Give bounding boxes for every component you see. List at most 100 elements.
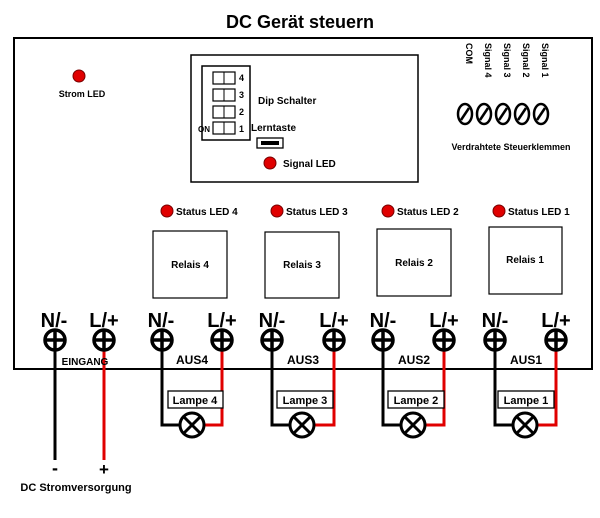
lamp-2-label: Lampe 2 <box>394 395 439 407</box>
out2-neg-label: N/- <box>370 310 397 332</box>
relay-3-label: Relais 3 <box>283 260 321 271</box>
power-led <box>72 69 86 83</box>
relay-4-box <box>152 230 228 299</box>
lamp-circuit-4: Lampe 4 <box>160 349 224 439</box>
status-led-3 <box>270 204 284 218</box>
status-led-2 <box>381 204 395 218</box>
relay-3-box <box>264 231 340 299</box>
input-label: EINGANG <box>62 357 109 368</box>
output-1-label: AUS1 <box>510 353 542 367</box>
out1-neg-label: N/- <box>482 310 509 332</box>
status-led-4 <box>160 204 174 218</box>
relay-4-label: Relais 4 <box>171 260 209 271</box>
relay-2: Status LED 2 Relais 2 <box>376 204 459 297</box>
control-terminal-screws <box>456 102 550 126</box>
terminal-plus-icon <box>210 328 234 352</box>
lamp-3-pos-wire <box>314 349 336 427</box>
lamp-2-label-box <box>387 390 445 409</box>
relay-1: Status LED 1 Relais 1 <box>488 204 570 295</box>
lamp-3-icon <box>288 411 316 439</box>
lamp-1-label-box <box>497 390 555 409</box>
lamp-1-label: Lampe 1 <box>504 395 549 407</box>
status-led-4-label: Status LED 4 <box>176 207 238 218</box>
out2-pos-label: L/+ <box>429 310 458 332</box>
lamp-2-icon <box>399 411 427 439</box>
out3-neg-label: N/- <box>259 310 286 332</box>
lamp-4-label-box <box>167 390 224 409</box>
dip-number-3: 3 <box>239 90 244 100</box>
supply-plus-label: + <box>99 460 109 479</box>
terminal-label-signal-3: Signal 3 <box>502 43 512 78</box>
input-neg-label: N/- <box>41 310 68 332</box>
terminal-label-signal-2: Signal 2 <box>521 43 531 78</box>
relay-2-box <box>376 228 452 297</box>
status-led-3-label: Status LED 3 <box>286 207 348 218</box>
dip-number-4: 4 <box>239 73 244 83</box>
status-led-2-label: Status LED 2 <box>397 207 459 218</box>
supply-minus-label: - <box>52 458 58 478</box>
terminal-plus-icon <box>260 328 284 352</box>
relay-1-box <box>488 226 563 295</box>
relay-2-label: Relais 2 <box>395 258 433 269</box>
out4-neg-label: N/- <box>148 310 175 332</box>
dip-number-1: 1 <box>239 124 244 134</box>
supply-label: DC Stromversorgung <box>20 482 131 494</box>
terminal-plus-icon <box>322 328 346 352</box>
terminal-screw-com-icon <box>456 102 474 126</box>
lamp-4-pos-wire <box>204 349 224 427</box>
relay-1-label: Relais 1 <box>506 255 544 266</box>
terminal-screw-signal-2-icon <box>513 102 531 126</box>
out1-pos-label: L/+ <box>541 310 570 332</box>
lamp-circuit-2: Lampe 2 <box>381 349 446 439</box>
lamp-circuit-3: Lampe 3 <box>270 349 336 439</box>
learn-button[interactable] <box>256 137 284 149</box>
page-title: DC Gerät steuern <box>226 12 374 32</box>
lamp-1-pos-wire <box>537 349 558 427</box>
terminal-screw-signal-4-icon <box>475 102 493 126</box>
input-pos-label: L/+ <box>89 310 118 332</box>
terminal-screw-signal-3-icon <box>494 102 512 126</box>
lamp-2-neg-wire <box>381 349 401 427</box>
relay-3: Status LED 3 Relais 3 <box>264 204 348 299</box>
terminal-screw-signal-1-icon <box>532 102 550 126</box>
output-4-label: AUS4 <box>176 353 208 367</box>
terminal-plus-icon <box>92 328 116 352</box>
terminal-label-signal-4: Signal 4 <box>483 43 493 78</box>
terminal-plus-icon <box>483 328 507 352</box>
power-led-label: Strom LED <box>59 89 106 99</box>
lamp-4-icon <box>178 411 206 439</box>
terminal-plus-icon <box>43 328 67 352</box>
lamp-circuit-1: Lampe 1 <box>493 349 558 439</box>
status-led-1 <box>492 204 506 218</box>
terminal-caption: Verdrahtete Steuerklemmen <box>451 142 570 152</box>
output-3-label: AUS3 <box>287 353 319 367</box>
lamp-3-label: Lampe 3 <box>283 395 328 407</box>
dip-on-label: ON <box>198 125 210 134</box>
status-led-1-label: Status LED 1 <box>508 207 570 218</box>
lamp-3-neg-wire <box>270 349 290 427</box>
lamp-2-pos-wire <box>425 349 446 427</box>
lamp-4-neg-wire <box>160 349 180 427</box>
lamp-1-icon <box>511 411 539 439</box>
signal-led <box>263 156 277 170</box>
out3-pos-label: L/+ <box>319 310 348 332</box>
terminal-label-signal-1: Signal 1 <box>540 43 550 78</box>
dip-switch-label: Dip Schalter <box>258 96 316 107</box>
terminal-plus-icon <box>432 328 456 352</box>
lamp-4-label: Lampe 4 <box>173 395 219 407</box>
terminal-plus-icon <box>544 328 568 352</box>
terminal-plus-icon <box>150 328 174 352</box>
signal-led-label: Signal LED <box>283 159 336 170</box>
terminal-plus-icon <box>371 328 395 352</box>
dip-switches <box>212 71 236 135</box>
learn-button-label: Lerntaste <box>251 123 296 134</box>
dip-number-2: 2 <box>239 107 244 117</box>
relay-4: Status LED 4 Relais 4 <box>152 204 238 299</box>
output-2-label: AUS2 <box>398 353 430 367</box>
out4-pos-label: L/+ <box>207 310 236 332</box>
terminal-label-com: COM <box>464 43 474 64</box>
lamp-1-neg-wire <box>493 349 513 427</box>
lamp-3-label-box <box>276 390 334 409</box>
power-terminals <box>43 328 568 352</box>
